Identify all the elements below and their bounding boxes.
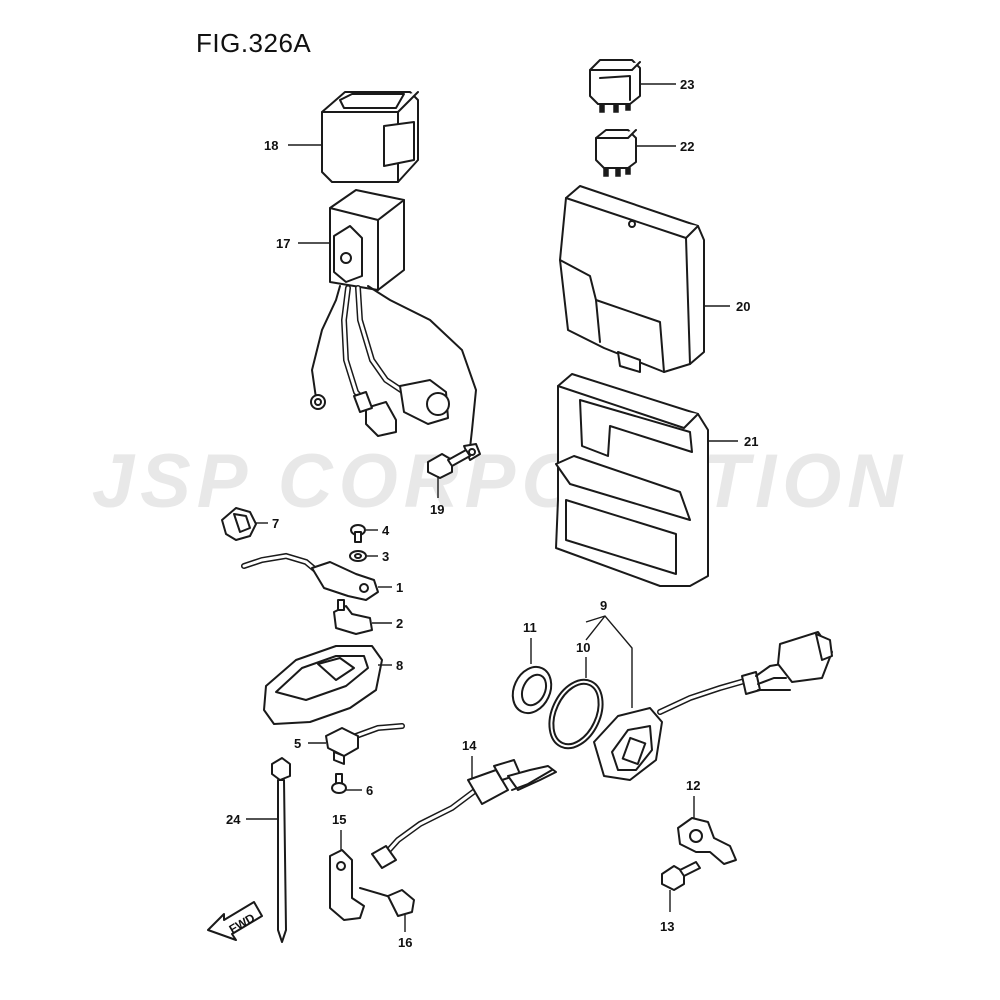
callout-18: 18 — [264, 138, 278, 153]
part-8-cover — [263, 645, 383, 725]
leader-9 — [585, 615, 633, 708]
callout-16: 16 — [398, 935, 412, 950]
callout-14: 14 — [462, 738, 477, 753]
callout-2: 2 — [396, 616, 403, 631]
callout-22: 22 — [680, 139, 694, 154]
part-15-bracket — [329, 849, 365, 921]
callout-24: 24 — [226, 812, 241, 827]
callout-23: 23 — [680, 77, 694, 92]
part-9-socket-harness — [593, 631, 833, 781]
callout-12: 12 — [686, 778, 700, 793]
callout-13: 13 — [660, 919, 674, 934]
callout-5: 5 — [294, 736, 301, 751]
callout-17: 17 — [276, 236, 290, 251]
part-16-bolt — [359, 887, 415, 917]
watermark-text: JSP CORPORATION — [91, 439, 909, 524]
callout-10: 10 — [576, 640, 590, 655]
part-20-ecu — [559, 185, 705, 373]
callout-7: 7 — [272, 516, 279, 531]
part-23-relay — [589, 59, 641, 113]
part-21-holder — [555, 373, 709, 587]
part-11-grommet — [511, 665, 553, 715]
callout-21: 21 — [744, 434, 758, 449]
callout-19: 19 — [430, 502, 444, 517]
part-7-clamp — [221, 507, 257, 541]
callout-1: 1 — [396, 580, 403, 595]
part-17-module-harness — [310, 189, 481, 461]
part-10-o-ring — [548, 678, 604, 750]
part-3-washer — [349, 550, 367, 562]
callout-20: 20 — [736, 299, 750, 314]
callout-9: 9 — [600, 598, 607, 613]
part-1-sensor — [241, 552, 379, 601]
fwd-arrow-icon — [207, 901, 263, 941]
part-2-pickup — [333, 599, 373, 635]
callout-3: 3 — [382, 549, 389, 564]
part-19-bolt — [427, 449, 471, 479]
part-13-bolt — [661, 861, 701, 891]
callout-8: 8 — [396, 658, 403, 673]
figure-title: FIG.326A — [196, 28, 312, 58]
callout-15: 15 — [332, 812, 346, 827]
callout-11: 11 — [523, 620, 537, 635]
part-5-switch — [325, 723, 405, 765]
callout-4: 4 — [382, 523, 390, 538]
part-6-screw — [331, 773, 347, 794]
callout-6: 6 — [366, 783, 373, 798]
part-18-cover — [321, 91, 419, 183]
part-22-relay — [595, 129, 637, 177]
part-12-clip — [677, 817, 737, 865]
part-4-screw — [350, 524, 366, 543]
part-14-harness — [371, 759, 557, 869]
part-24-cable-tie — [271, 757, 291, 943]
